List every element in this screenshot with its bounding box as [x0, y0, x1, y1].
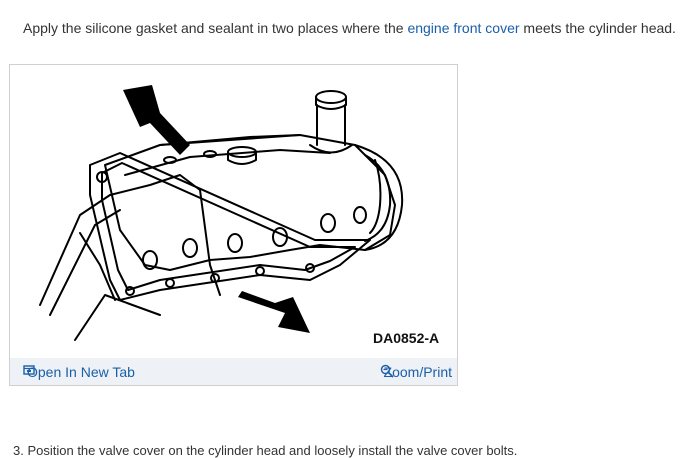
open-in-new-tab-button[interactable]: Open In New Tab	[23, 364, 135, 380]
lower-arrow	[238, 291, 310, 333]
instruction-prefix: Apply the silicone gasket and sealant in…	[23, 20, 408, 36]
zoom-print-button[interactable]: Zoom/Print	[380, 364, 452, 380]
figure-panel: DA0852-A Open In New Tab Zoom/Print	[9, 64, 458, 386]
engine-front-cover-link[interactable]: engine front cover	[407, 20, 520, 36]
instruction-text: Apply the silicone gasket and sealant in…	[23, 20, 676, 36]
zoom-print-label: Zoom/Print	[383, 364, 452, 380]
valve-cover-illustration	[39, 85, 404, 341]
figure-caption: DA0852-A	[373, 330, 440, 346]
step-text: 3. Position the valve cover on the cylin…	[13, 443, 518, 458]
instruction-suffix: meets the cylinder head.	[519, 20, 676, 36]
upper-arrow	[123, 85, 190, 155]
open-in-new-tab-label: Open In New Tab	[27, 364, 135, 380]
figure-toolbar: Open In New Tab Zoom/Print	[10, 358, 457, 385]
